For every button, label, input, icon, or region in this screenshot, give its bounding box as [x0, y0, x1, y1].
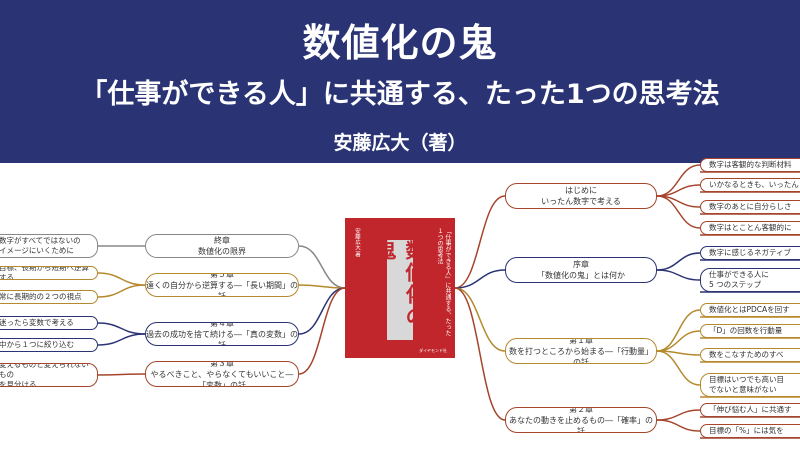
book-subtitle: 「仕事ができる人」に共通する、たった1つの思考法	[80, 79, 720, 110]
mind-map-branch: 序章 「数値化の鬼」とは何か	[505, 257, 657, 283]
connector-line	[656, 350, 701, 386]
mind-map-leaf: 数字がすべてではないの イメージにいくために	[0, 234, 98, 258]
connector-line	[656, 252, 701, 271]
connector-line	[454, 287, 506, 421]
connector-line	[298, 287, 346, 375]
connector-line	[454, 269, 506, 289]
connector-line	[97, 322, 146, 335]
mind-map-leaf: 迷ったら変数で考える	[0, 316, 98, 330]
mind-map-leaf: 数値化とはPDCAを回す	[700, 303, 800, 317]
connector-line	[656, 309, 701, 352]
mind-map-branch: 第２章 あなたの動きを止めるもの―「確率」の話	[505, 407, 657, 433]
cover-subtitle: 「仕事ができる人」に共通する、たった１つの思考法	[436, 228, 451, 336]
connector-line	[298, 284, 346, 289]
connector-line	[97, 272, 146, 286]
mind-map-branch: 終章 数値化の限界	[145, 234, 299, 258]
mind-map-leaf: 仕事ができる人に 5 つのステップ	[700, 268, 800, 292]
cover-publisher: ダイヤモンド社	[419, 348, 447, 353]
connector-line	[656, 330, 701, 352]
book-cover: 安藤広大 著 数値化の鬼 「仕事ができる人」に共通する、たった１つの思考法 ダイ…	[345, 218, 455, 358]
connector-line	[97, 333, 146, 346]
mind-map-branch: 第５章 遠くの自分から逆算する―「長い期間」の話	[145, 273, 299, 297]
mind-map-leaf: 目標の「%」には気を	[700, 424, 800, 438]
mind-map-branch: 第４章 過去の成功を捨て続ける―「真の変数」の話	[145, 322, 299, 346]
mind-map-leaf: いかなるときも、いったん	[700, 178, 800, 192]
connector-line	[454, 195, 506, 289]
connector-line	[454, 287, 506, 352]
mind-map-leaf: 目標、長期から短期へ逆算する	[0, 266, 98, 280]
connector-line	[656, 195, 701, 229]
mind-map-leaf: 数字のあとに自分らしさ	[700, 200, 800, 214]
mind-map-leaf: 「伸び悩む人」に共通す	[700, 403, 800, 417]
cover-author: 安藤広大 著	[354, 228, 360, 258]
mind-map-branch: 第３章 やるべきこと、やらなくてもいいこと―「変数」の話	[145, 361, 299, 387]
mind-map-leaf: 「D」の回数を行動量	[700, 324, 800, 338]
connector-line	[97, 284, 146, 298]
mind-map-leaf: 数をこなすためのすべ	[700, 348, 800, 362]
connector-line	[298, 245, 346, 289]
connector-line	[656, 419, 701, 432]
mind-map-leaf: 変えるものと変えられないもの を見分ける	[0, 363, 98, 387]
book-author: 安藤広大（著）	[333, 132, 467, 154]
mind-map-leaf: 数字はとことん客観的に	[700, 221, 800, 235]
cover-title: 数値化の鬼	[373, 240, 426, 340]
mind-map-branch: 第１章 数を打つところから始まる―「行動量」の話	[505, 338, 657, 364]
book-title: 数値化の鬼	[302, 21, 498, 65]
connector-line	[656, 269, 701, 281]
mind-map-leaf: 目標はいつでも高い目 でないと意味がない	[700, 373, 800, 397]
connector-line	[298, 287, 346, 335]
header-banner: 数値化の鬼 「仕事ができる人」に共通する、たった1つの思考法 安藤広大（著）	[0, 0, 800, 163]
connector-line	[97, 373, 146, 376]
mind-map-branch: はじめに いったん数字で考える	[505, 183, 657, 209]
connector-line	[656, 164, 701, 197]
mind-map-leaf: 数字に感じるネガティブ	[700, 246, 800, 260]
mind-map-leaf: 中から１つに絞り込む	[0, 338, 98, 352]
connector-line	[656, 409, 701, 421]
mind-map-leaf: 常に長期的の２つの視点	[0, 290, 98, 304]
mind-map-leaf: 数字は客観的な判断材料	[700, 158, 800, 172]
